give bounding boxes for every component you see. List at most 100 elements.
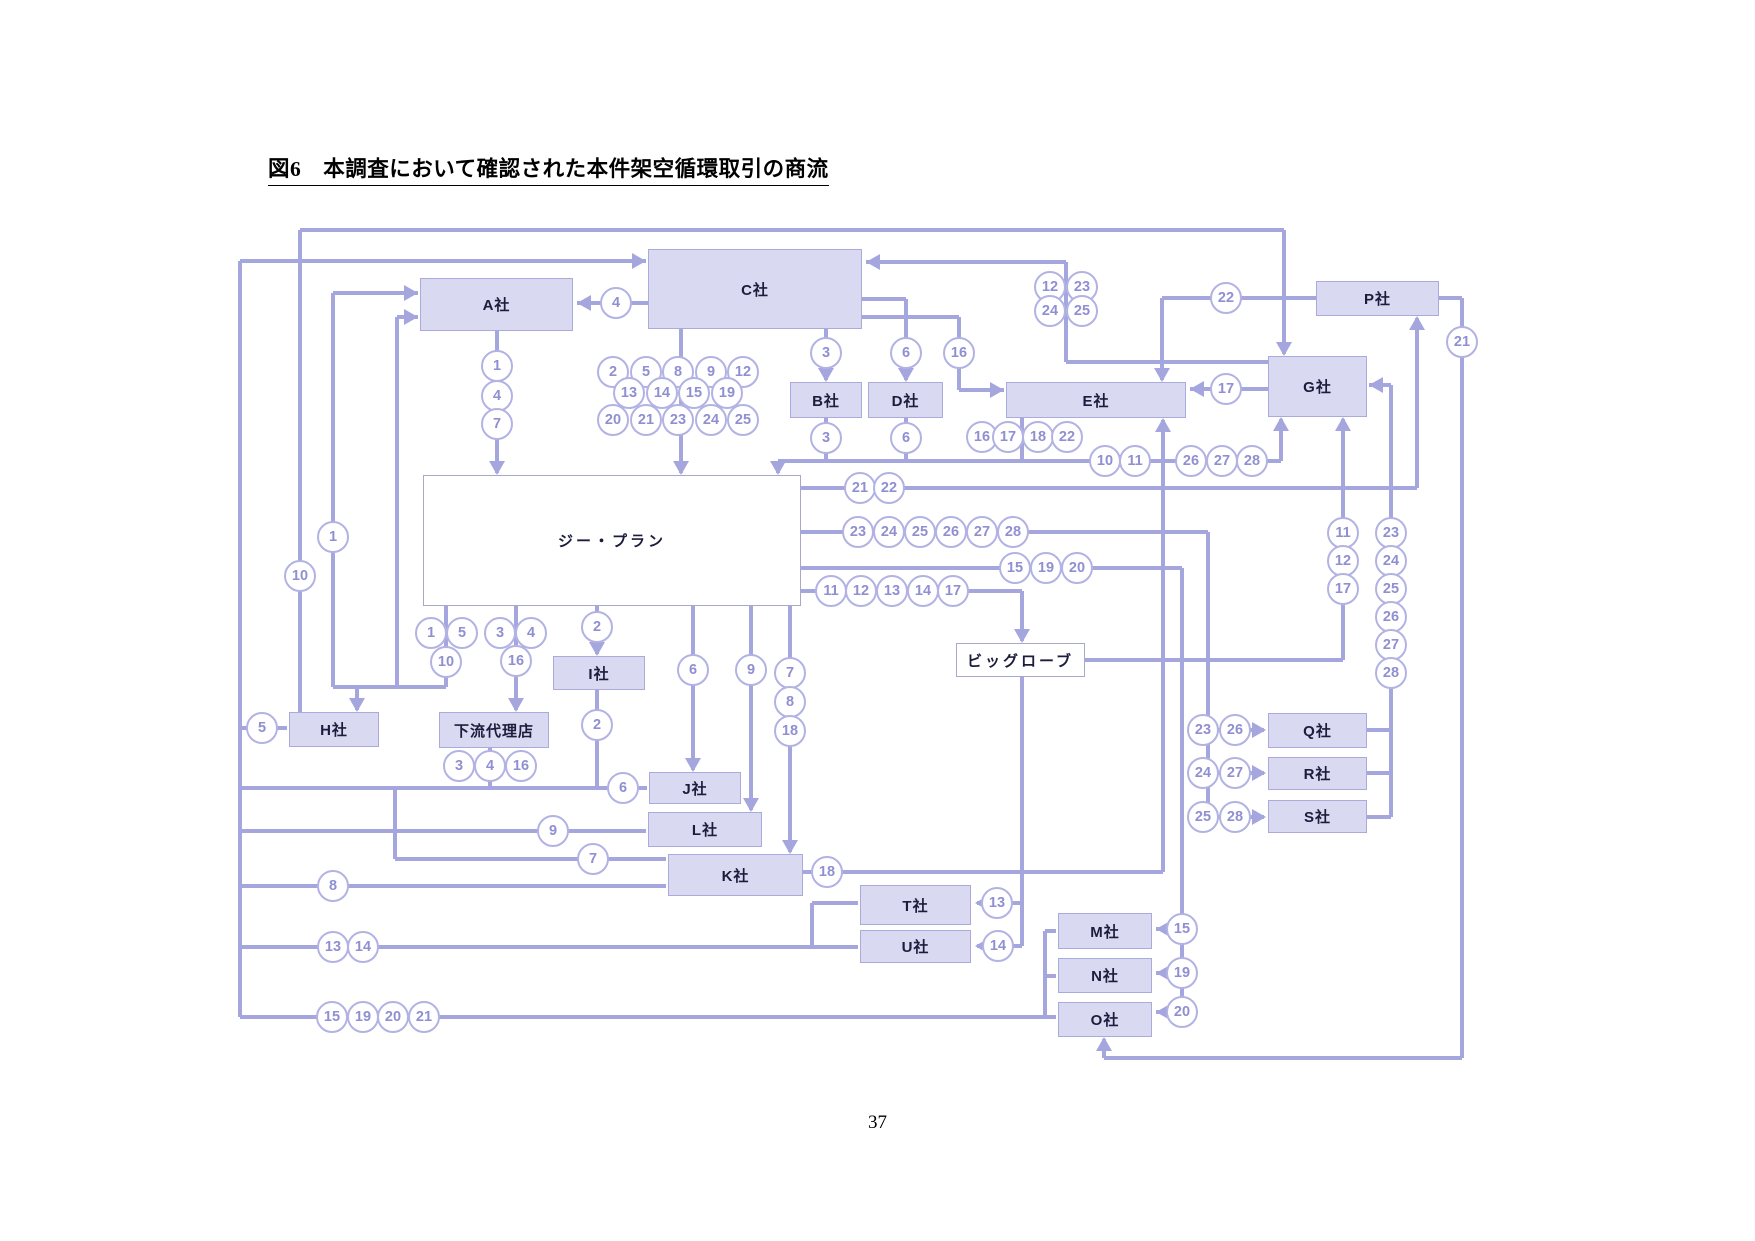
node-s-sha: S社 (1268, 800, 1367, 833)
connector-line (1085, 658, 1343, 662)
transaction-number-circle: 10 (284, 560, 316, 592)
node-q-sha: Q社 (1268, 713, 1367, 748)
transaction-number-circle: 20 (377, 1001, 409, 1033)
transaction-number-circle: 22 (873, 472, 905, 504)
connector-line (1439, 296, 1462, 300)
transaction-number-circle: 3 (443, 750, 475, 782)
connector-line (1460, 298, 1464, 1058)
transaction-number-circle: 24 (1034, 295, 1066, 327)
connector-line (862, 297, 906, 301)
transaction-number-circle: 16 (943, 337, 975, 369)
node-g-plan: ジー・プラン (423, 475, 801, 606)
transaction-number-circle: 28 (1375, 657, 1407, 689)
arrowhead-down (1154, 368, 1170, 382)
transaction-number-circle: 6 (890, 337, 922, 369)
connector-line (1045, 974, 1056, 978)
transaction-number-circle: 10 (430, 646, 462, 678)
transaction-number-circle: 17 (937, 575, 969, 607)
connector-line (395, 317, 399, 687)
transaction-number-circle: 11 (1327, 517, 1359, 549)
node-n-sha: N社 (1058, 958, 1152, 993)
transaction-number-circle: 18 (811, 856, 843, 888)
transaction-number-circle: 27 (966, 516, 998, 548)
transaction-number-circle: 14 (907, 575, 939, 607)
transaction-number-circle: 3 (810, 337, 842, 369)
transaction-number-circle: 20 (1166, 996, 1198, 1028)
connector-line (803, 870, 1163, 874)
transaction-number-circle: 6 (607, 772, 639, 804)
connector-line (862, 315, 959, 319)
transaction-number-circle: 8 (317, 870, 349, 902)
connector-line (1066, 360, 1268, 364)
transaction-number-circle: 7 (481, 408, 513, 440)
transaction-number-circle: 1 (481, 350, 513, 382)
arrowhead-right (1252, 765, 1266, 781)
arrowhead-down (1014, 629, 1030, 643)
connector-line (691, 606, 695, 770)
figure-title: 図6 本調査において確認された本件架空循環取引の商流 (268, 152, 829, 186)
node-g-sha: G社 (1268, 356, 1367, 417)
transaction-number-circle: 23 (1187, 714, 1219, 746)
node-j-sha: J社 (649, 772, 741, 804)
transaction-number-circle: 17 (1210, 373, 1242, 405)
connector-line (1367, 815, 1391, 819)
arrowhead-right (632, 253, 646, 269)
transaction-number-circle: 13 (317, 931, 349, 963)
transaction-number-circle: 20 (1061, 552, 1093, 584)
arrowhead-right (404, 285, 418, 301)
connector-line (749, 606, 753, 810)
transaction-number-circle: 24 (695, 404, 727, 436)
transaction-number-circle: 5 (446, 617, 478, 649)
arrowhead-down (349, 698, 365, 712)
arrowhead-right (1252, 809, 1266, 825)
transaction-number-circle: 22 (1210, 282, 1242, 314)
connector-line (1043, 931, 1047, 1017)
connector-line (1020, 677, 1024, 946)
connector-line (1367, 771, 1391, 775)
transaction-number-circle: 5 (246, 712, 278, 744)
connector-line (240, 829, 646, 833)
connector-line (1161, 420, 1165, 872)
transaction-number-circle: 23 (842, 516, 874, 548)
transaction-number-circle: 7 (577, 843, 609, 875)
connector-line (393, 788, 397, 859)
transaction-number-circle: 6 (890, 422, 922, 454)
transaction-number-circle: 25 (904, 516, 936, 548)
transaction-number-circle: 27 (1219, 757, 1251, 789)
transaction-number-circle: 13 (613, 377, 645, 409)
transaction-number-circle: 10 (1089, 445, 1121, 477)
transaction-number-circle: 24 (1375, 545, 1407, 577)
connector-line (240, 786, 647, 790)
transaction-number-circle: 25 (1187, 801, 1219, 833)
transaction-number-circle: 15 (999, 552, 1031, 584)
connector-line (1020, 591, 1024, 641)
transaction-number-circle: 4 (474, 750, 506, 782)
transaction-number-circle: 2 (581, 709, 613, 741)
node-a-sha: A社 (420, 278, 573, 331)
transaction-number-circle: 15 (678, 377, 710, 409)
arrowhead-down (685, 758, 701, 772)
node-m-sha: M社 (1058, 913, 1152, 949)
arrowhead-up (1273, 417, 1289, 431)
transaction-number-circle: 13 (876, 575, 908, 607)
transaction-number-circle: 9 (735, 654, 767, 686)
node-i-sha: I社 (553, 656, 645, 690)
arrowhead-up (1335, 417, 1351, 431)
transaction-number-circle: 27 (1375, 629, 1407, 661)
transaction-number-circle: 28 (1236, 445, 1268, 477)
transaction-number-circle: 3 (810, 422, 842, 454)
transaction-number-circle: 28 (1219, 801, 1251, 833)
transaction-number-circle: 21 (844, 472, 876, 504)
transaction-number-circle: 22 (1051, 421, 1083, 453)
node-b-sha: B社 (790, 382, 862, 418)
arrowhead-right (404, 309, 418, 325)
transaction-number-circle: 19 (1030, 552, 1062, 584)
connector-line (300, 228, 1284, 232)
arrowhead-right (990, 382, 1004, 398)
connector-line (240, 884, 666, 888)
transaction-number-circle: 17 (1327, 573, 1359, 605)
transaction-number-circle: 12 (727, 356, 759, 388)
connector-line (240, 1015, 1056, 1019)
connector-line (778, 459, 1281, 463)
